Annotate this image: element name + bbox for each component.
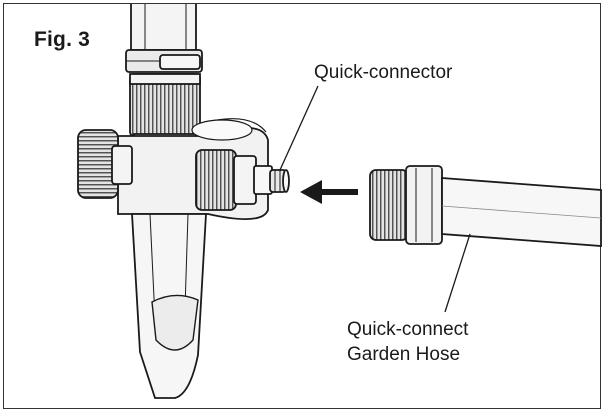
- garden-hose: [441, 177, 602, 247]
- direction-arrow: [300, 180, 358, 204]
- garden-hose-label-line1: Quick-connect: [347, 319, 469, 340]
- riser-pipe: [130, 4, 197, 51]
- leader-lines: [279, 85, 471, 313]
- clamp-band: [125, 49, 203, 73]
- ground-stake: [131, 213, 207, 399]
- garden-hose-label: Quick-connect Garden Hose: [347, 317, 468, 367]
- hose-coupling: [369, 165, 443, 245]
- quick-connector-part: [253, 165, 290, 195]
- left-knob: [77, 129, 133, 199]
- garden-hose-label-line2: Garden Hose: [347, 344, 461, 365]
- outlet-nut: [195, 149, 257, 211]
- quick-connector-label: Quick-connector: [314, 62, 453, 83]
- figure-label: Fig. 3: [34, 28, 91, 51]
